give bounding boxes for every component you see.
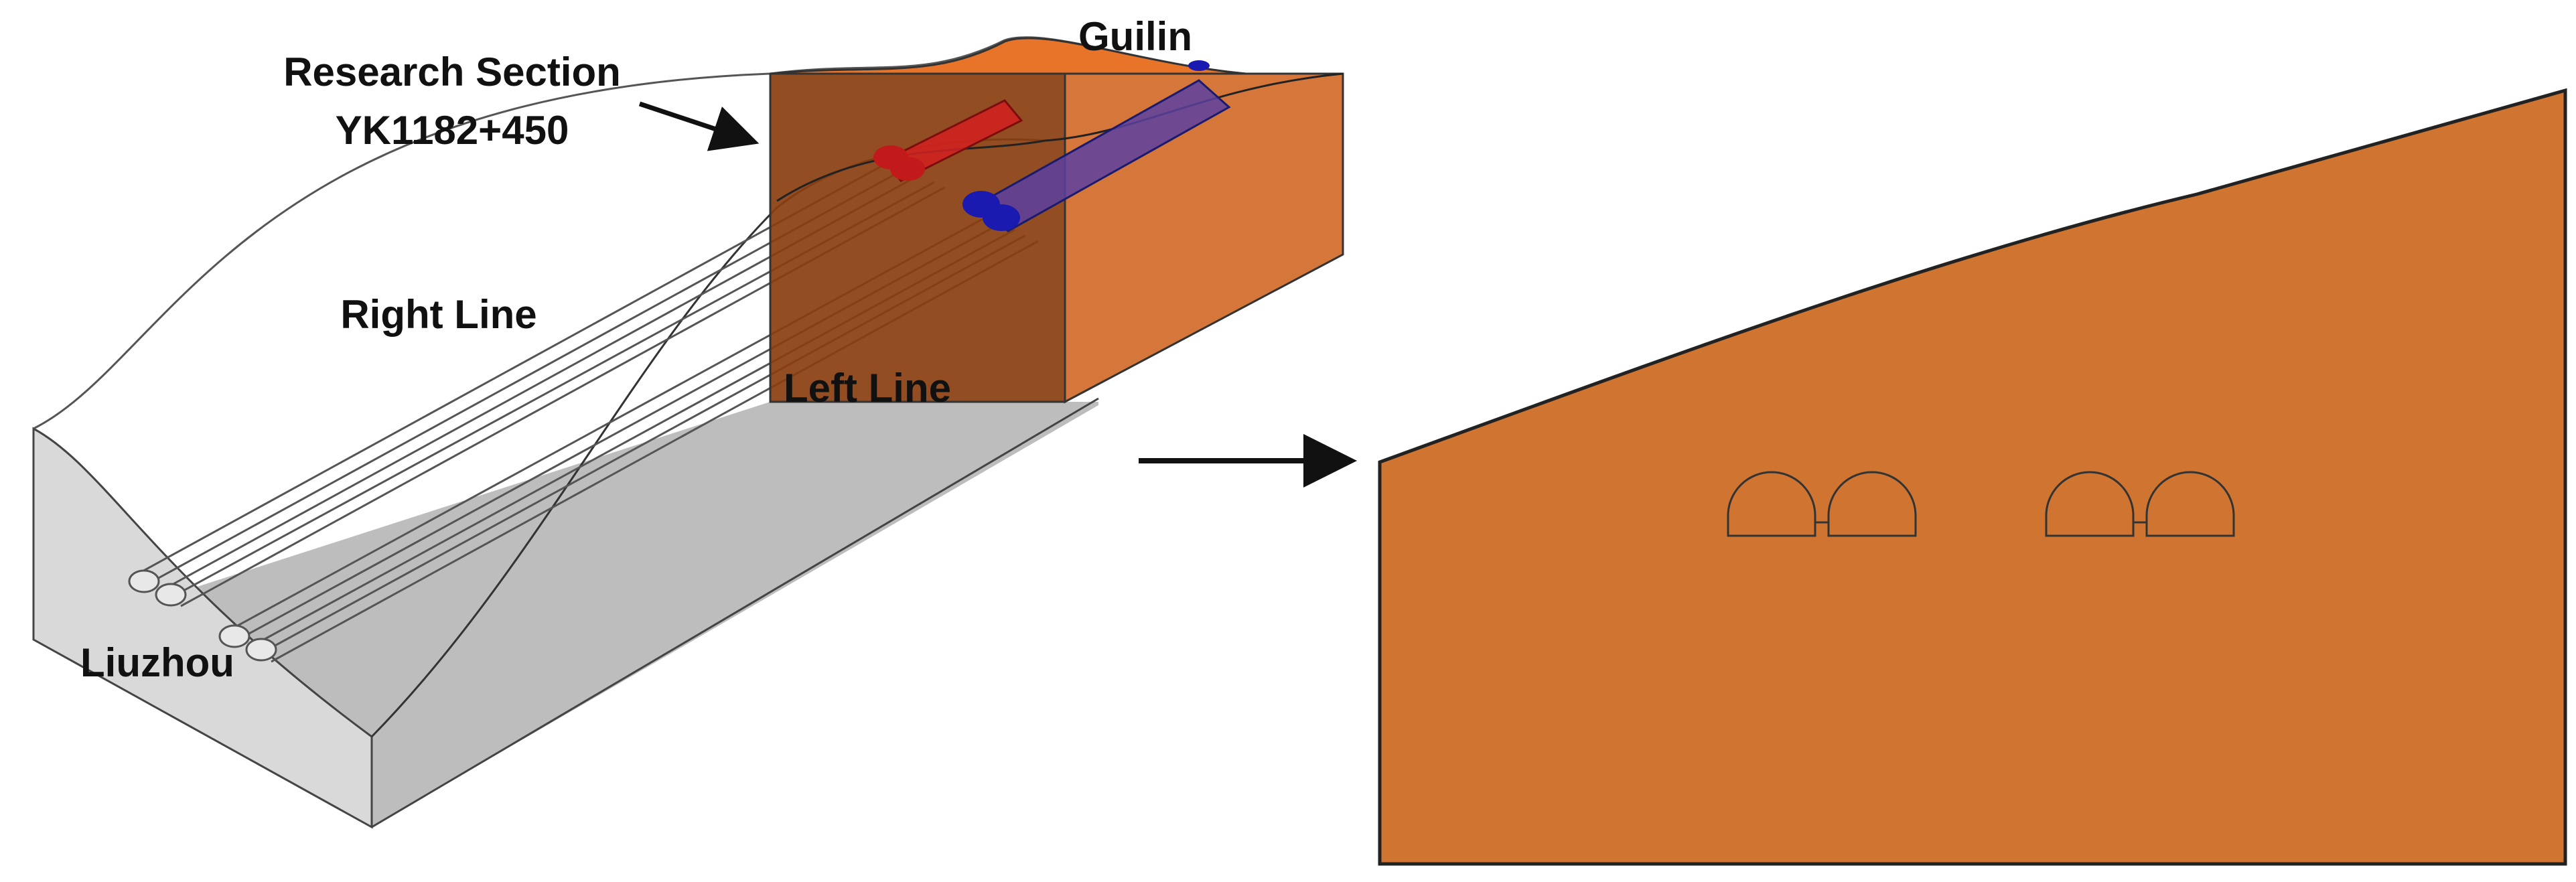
right-line-tunnel-in-block xyxy=(873,99,1023,182)
research-section-label: Research Section xyxy=(283,50,621,94)
left-line-label: Left Line xyxy=(784,366,951,411)
soil-block-top-face xyxy=(770,37,1343,75)
soil-block-front-face xyxy=(769,72,1066,403)
model-3d xyxy=(32,36,1344,829)
tunnel-portals xyxy=(128,569,277,662)
section-soil xyxy=(1378,88,2567,866)
cross-section-2d xyxy=(1378,88,2567,866)
bottom-edge xyxy=(371,397,1099,828)
right-line-label: Right Line xyxy=(340,292,536,337)
soil-block-inner-curve xyxy=(776,72,1344,202)
soil-block-side-face xyxy=(1064,72,1344,404)
research-section-chainage: YK1182+450 xyxy=(336,108,569,153)
left-line-tunnel-in-block xyxy=(962,60,1231,232)
liuzhou-label: Liuzhou xyxy=(80,640,234,685)
pointer-arrow-icon xyxy=(638,101,760,151)
guilin-label: Guilin xyxy=(1078,14,1192,59)
section-tunnel-pair-right xyxy=(2045,471,2235,537)
section-tunnel-pair-left xyxy=(1727,471,1917,537)
front-face xyxy=(32,427,373,829)
